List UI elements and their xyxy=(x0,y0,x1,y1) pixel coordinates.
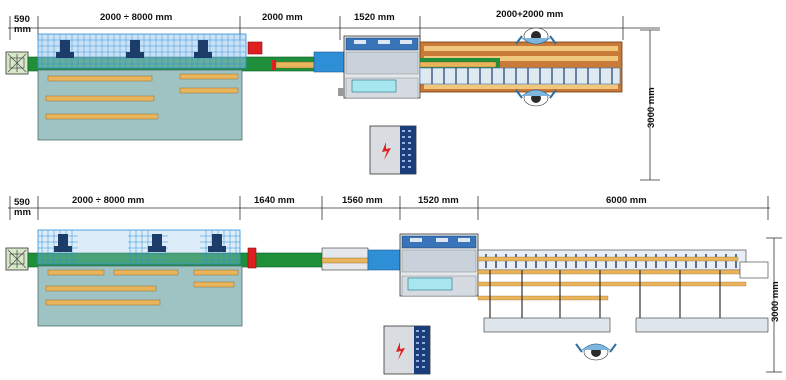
top-loading-table xyxy=(37,69,243,141)
bottom-loading-station-icon xyxy=(5,247,29,271)
top-vertical-dimension xyxy=(640,29,660,181)
top-outfeed-table xyxy=(419,41,623,93)
bottom-infeed-block xyxy=(367,249,401,271)
top-dim-590: 590 xyxy=(14,14,30,25)
bottom-red-stop xyxy=(247,247,257,269)
top-operator-icon xyxy=(515,89,557,107)
lightning-icon xyxy=(382,142,391,160)
bottom-loading-table xyxy=(37,265,243,327)
top-workpiece xyxy=(275,61,315,69)
bottom-dim-590: 590 xyxy=(14,197,30,208)
top-electrical-cabinet-icon xyxy=(369,125,417,175)
bottom-outfeed-line xyxy=(477,249,769,333)
bottom-dim-1560: 1560 mm xyxy=(342,195,383,206)
top-dimension-line xyxy=(8,16,660,40)
top-dim-3000: 3000 mm xyxy=(646,87,657,128)
top-dim-2000-2000: 2000+2000 mm xyxy=(496,9,564,20)
top-safety-guard xyxy=(37,33,247,69)
bottom-dim-590-unit: mm xyxy=(14,207,31,218)
top-red-marker xyxy=(272,60,276,70)
bottom-dimension-line xyxy=(8,196,770,220)
bottom-safety-guard xyxy=(37,229,241,265)
bottom-operator-icon xyxy=(575,343,617,361)
lightning-icon xyxy=(396,342,405,360)
bottom-dim-2000-8000: 2000 ÷ 8000 mm xyxy=(72,195,145,206)
bottom-dim-1520: 1520 mm xyxy=(418,195,459,206)
bottom-dim-1640: 1640 mm xyxy=(254,195,295,206)
top-loading-station-icon xyxy=(5,51,29,75)
bottom-dim-6000: 6000 mm xyxy=(606,195,647,206)
top-machine xyxy=(338,35,421,99)
top-dim-1520: 1520 mm xyxy=(354,12,395,23)
top-red-stop xyxy=(247,41,263,55)
top-dim-590-unit: mm xyxy=(14,24,31,35)
bottom-dim-3000: 3000 mm xyxy=(770,281,781,322)
bottom-vertical-dimension xyxy=(766,237,782,373)
bottom-machine xyxy=(399,233,479,297)
top-infeed-block xyxy=(313,51,347,73)
top-operator-icon xyxy=(515,27,557,45)
top-dim-2000-8000: 2000 ÷ 8000 mm xyxy=(100,12,173,23)
top-dim-2000: 2000 mm xyxy=(262,12,303,23)
bottom-workpiece xyxy=(321,257,369,264)
bottom-electrical-cabinet-icon xyxy=(383,325,431,375)
